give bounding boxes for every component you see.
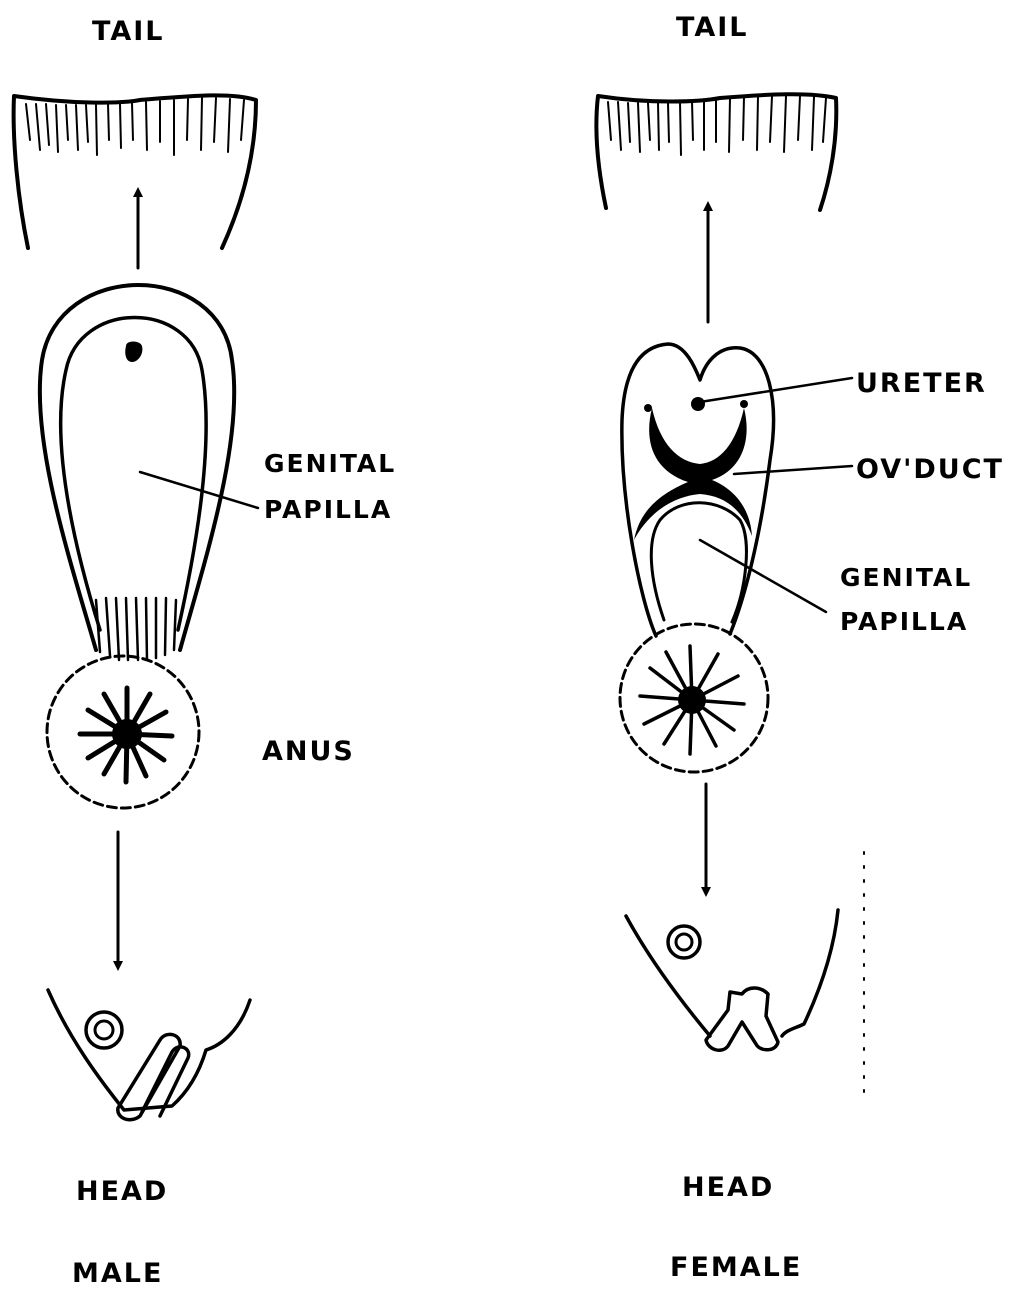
male-head-label: HEAD: [76, 1176, 168, 1207]
male-head: [48, 990, 250, 1120]
female-genital-papilla-pointer: [700, 540, 826, 612]
female-head: [626, 910, 838, 1050]
female-oviduct-label: OV'DUCT: [856, 454, 1004, 485]
female-tail-label: TAIL: [676, 12, 748, 43]
female-oviduct-pointer: [734, 466, 852, 474]
female-genital-papilla: [622, 344, 774, 636]
female-sex-label: FEMALE: [670, 1252, 802, 1283]
female-tail-fin: [596, 94, 836, 210]
male-urogenital-pore: [125, 342, 142, 363]
female-head-label: HEAD: [682, 1172, 774, 1203]
male-genital-papilla: [40, 285, 234, 660]
female-ureter-pore: [691, 397, 705, 411]
male-tail-fin: [14, 95, 256, 248]
female-ureter-pointer: [700, 378, 852, 402]
male-anus-label: ANUS: [262, 736, 355, 767]
male-genital-label-line2: PAPILLA: [264, 495, 392, 524]
female-genital-label-line2: PAPILLA: [840, 607, 968, 636]
female-genital-label-line1: GENITAL: [840, 563, 972, 592]
male-anus: [47, 656, 199, 808]
male-diagram: TAIL: [14, 16, 397, 1289]
female-ureter-label: URETER: [856, 368, 987, 399]
female-diagram: TAIL: [596, 12, 1004, 1283]
male-genital-label-line1: GENITAL: [264, 449, 396, 478]
male-sex-label: MALE: [72, 1258, 163, 1289]
male-tail-label: TAIL: [92, 16, 164, 47]
female-anus: [620, 624, 768, 772]
